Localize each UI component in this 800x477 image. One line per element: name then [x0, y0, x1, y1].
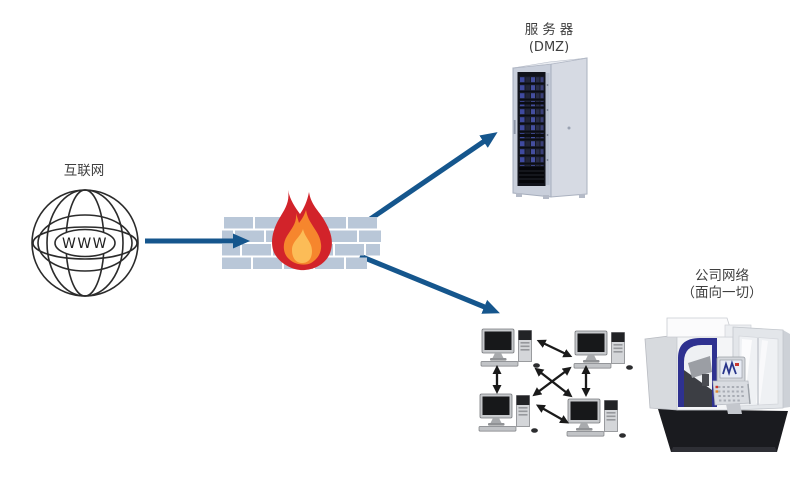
server-sublabel: (DMZ) [529, 40, 569, 55]
workstation-bottom-right [566, 398, 627, 439]
company-network-sublabel: （面向一切） [682, 285, 763, 301]
company-network-label: 公司网络 [695, 268, 749, 284]
lan-links [492, 339, 591, 424]
workstation-bottom-left [478, 393, 539, 434]
cnc-machine-icon [644, 317, 790, 452]
workstation-top-left [480, 328, 541, 369]
flame-core [292, 229, 312, 263]
firewall-flame-icon [272, 190, 332, 271]
internet-label: 互联网 [64, 163, 105, 179]
arrow-firewall-to-lan [359, 253, 500, 314]
www-ellipse [54, 228, 116, 258]
workstation-top-right [573, 330, 634, 371]
globe-icon: WWW [31, 189, 139, 297]
globe-www-text: WWW [62, 236, 108, 252]
server-rack-icon [512, 57, 588, 199]
server-label: 服务器 [525, 22, 578, 38]
arrow-firewall-to-server [358, 132, 498, 229]
computer-network-icon [478, 328, 634, 439]
